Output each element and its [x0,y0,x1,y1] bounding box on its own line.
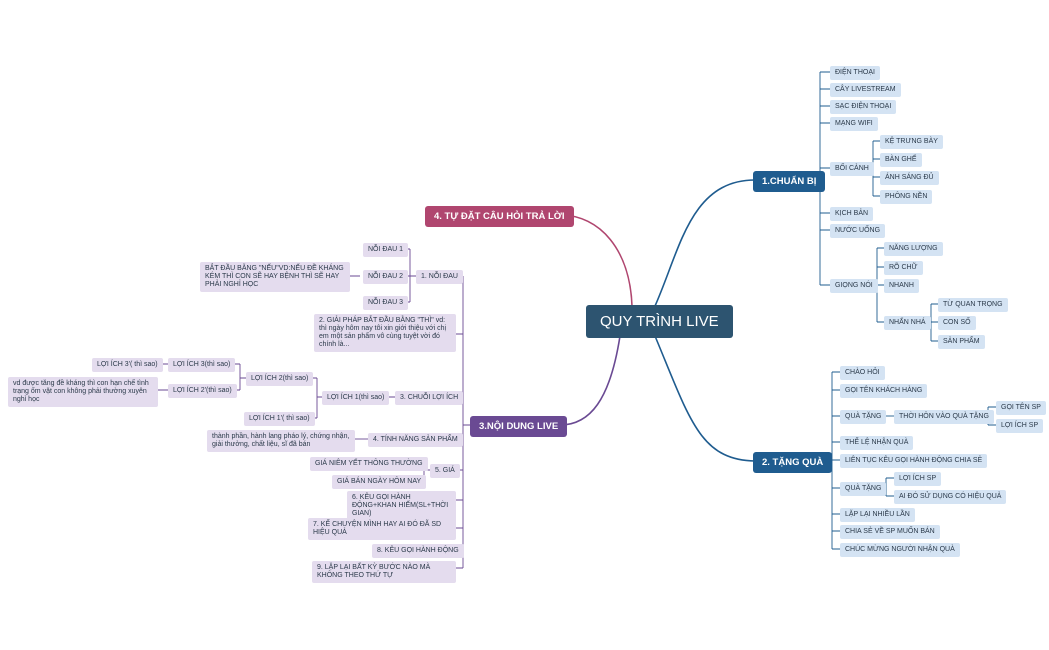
leaf-giong-noi[interactable]: GIỌNG NÓI [830,279,878,294]
leaf-loi-ich-3-prime[interactable]: LỢI ÍCH 3'( thì sao) [92,358,163,373]
leaf-boi-canh[interactable]: BỐI CẢNH [830,162,874,177]
leaf-chao-hoi[interactable]: CHÀO HỎI [840,366,885,381]
root-node[interactable]: QUY TRÌNH LIVE [586,305,733,338]
leaf-ke-chuyen[interactable]: 7. KỂ CHUYỆN MÌNH HAY AI ĐÓ ĐÃ SD HIỆU Q… [308,518,456,541]
leaf-giai-phap[interactable]: 2. GIẢI PHÁP BẮT ĐẦU BẰNG "THÌ" vd: thì … [314,314,456,353]
leaf-thanh-phan[interactable]: thành phần, hành lang pháo lý, chứng nhậ… [207,430,355,453]
branch-tang-qua[interactable]: 2. TẶNG QUÀ [753,452,833,473]
leaf-vd-de-khang[interactable]: vd được tăng đề kháng thì con hạn chế tì… [8,377,158,408]
leaf-nhanh[interactable]: NHANH [884,279,919,294]
leaf-chuc-mung[interactable]: CHÚC MỪNG NGƯỜI NHẬN QUÀ [840,543,960,558]
leaf-con-so[interactable]: CON SỐ [938,316,976,331]
branch-noi-dung-live[interactable]: 3.NỘI DUNG LIVE [470,416,568,437]
leaf-ke-trung-bay[interactable]: KỆ TRƯNG BÀY [880,135,943,150]
leaf-loi-ich-sp-1[interactable]: LỢI ÍCH SP [996,419,1044,434]
leaf-loi-ich-sp-2[interactable]: LỢI ÍCH SP [894,472,942,487]
leaf-lap-lai-nhieu-lan[interactable]: LẶP LẠI NHIỀU LẦN [840,508,915,523]
leaf-nhan-nha[interactable]: NHẤN NHÁ [884,316,931,331]
branch-chuan-bi[interactable]: 1.CHUẨN BỊ [753,171,826,192]
leaf-gia-niem-yet[interactable]: GIÁ NIÊM YẾT THÔNG THƯỜNG [310,457,428,472]
leaf-loi-ich-3[interactable]: LỢI ÍCH 3(thì sao) [168,358,236,373]
leaf-nuoc-uong[interactable]: NƯỚC UỐNG [830,224,886,239]
leaf-tinh-nang[interactable]: 4. TÍNH NĂNG SẢN PHẨM [368,433,463,448]
leaf-cay-livestream[interactable]: CÂY LIVESTREAM [830,83,901,98]
leaf-phong-nen[interactable]: PHÔNG NỀN [880,190,933,205]
leaf-noi-dau-3[interactable]: NỖI ĐAU 3 [363,296,409,311]
leaf-gia-ban[interactable]: GIÁ BÁN NGÀY HÔM NAY [332,475,427,490]
leaf-goi-ten-khach-hang[interactable]: GỌI TÊN KHÁCH HÀNG [840,384,928,399]
leaf-anh-sang[interactable]: ÁNH SÁNG ĐỦ [880,171,939,186]
leaf-nang-luong[interactable]: NĂNG LƯỢNG [884,242,943,257]
leaf-the-le[interactable]: THỂ LỆ NHẬN QUÀ [840,436,914,451]
leaf-keu-goi-hanh-dong[interactable]: 8. KÊU GỌI HÀNH ĐỘNG [372,544,464,559]
leaf-dien-thoai[interactable]: ĐIỆN THOẠI [830,66,880,81]
leaf-mang-wifi[interactable]: MẠNG WIFI [830,117,878,132]
leaf-loi-ich-2[interactable]: LỢI ÍCH 2(thì sao) [246,372,314,387]
leaf-loi-ich-1-prime[interactable]: LỢI ÍCH 1'( thì sao) [244,412,315,427]
leaf-sac-dien-thoai[interactable]: SẠC ĐIỆN THOẠI [830,100,897,115]
leaf-bat-dau-neu[interactable]: BẮT ĐẦU BẰNG "NẾU"VD:NẾU ĐỀ KHÁNG KÉM TH… [200,262,350,293]
leaf-noi-dau-1[interactable]: NỖI ĐAU 1 [363,243,409,258]
leaf-thoi-hon[interactable]: THỜI HÔN VÀO QUÀ TẶNG [894,410,994,425]
leaf-chuoi-loi-ich[interactable]: 3. CHUỖI LỢI ÍCH [395,391,464,406]
leaf-lien-tuc[interactable]: LIÊN TỤC KÊU GỌI HÀNH ĐỘNG CHIA SẺ [840,454,988,469]
leaf-loi-ich-2-prime[interactable]: LỢI ÍCH 2'(thì sao) [168,384,237,399]
leaf-keu-goi-khan-hiem[interactable]: 6. KÊU GỌI HÀNH ĐỘNG+KHAN HIẾM(SL+THỜI G… [347,491,456,522]
leaf-qua-tang-2[interactable]: QUÀ TẶNG [840,482,887,497]
leaf-tu-quan-trong[interactable]: TỪ QUAN TRỌNG [938,298,1008,313]
leaf-ai-do[interactable]: AI ĐÓ SỬ DỤNG CÓ HIỆU QUẢ [894,490,1007,505]
leaf-ban-ghe[interactable]: BÀN GHẾ [880,153,922,168]
leaf-noi-dau-2[interactable]: NỖI ĐAU 2 [363,270,409,285]
leaf-kich-ban[interactable]: KỊCH BẢN [830,207,874,222]
leaf-goi-ten-sp[interactable]: GỌI TÊN SP [996,401,1046,416]
leaf-gia[interactable]: 5. GIÁ [430,464,460,479]
leaf-chia-se[interactable]: CHIA SẺ VỀ SP MUỐN BÁN [840,525,940,540]
leaf-ro-chu[interactable]: RÕ CHỮ [884,261,923,276]
branch-tu-dat-cau-hoi[interactable]: 4. TỰ ĐẶT CÂU HỎI TRẢ LỜI [425,206,574,227]
leaf-qua-tang-1[interactable]: QUÀ TẶNG [840,410,887,425]
leaf-loi-ich-1[interactable]: LỢI ÍCH 1(thì sao) [322,391,390,406]
leaf-san-pham[interactable]: SẢN PHẨM [938,335,985,350]
leaf-lap-lai-bat-ky[interactable]: 9. LẶP LẠI BẤT KỲ BƯỚC NÀO MÀ KHÔNG THEO… [312,561,456,584]
leaf-noi-dau[interactable]: 1. NỖI ĐAU [416,270,463,285]
